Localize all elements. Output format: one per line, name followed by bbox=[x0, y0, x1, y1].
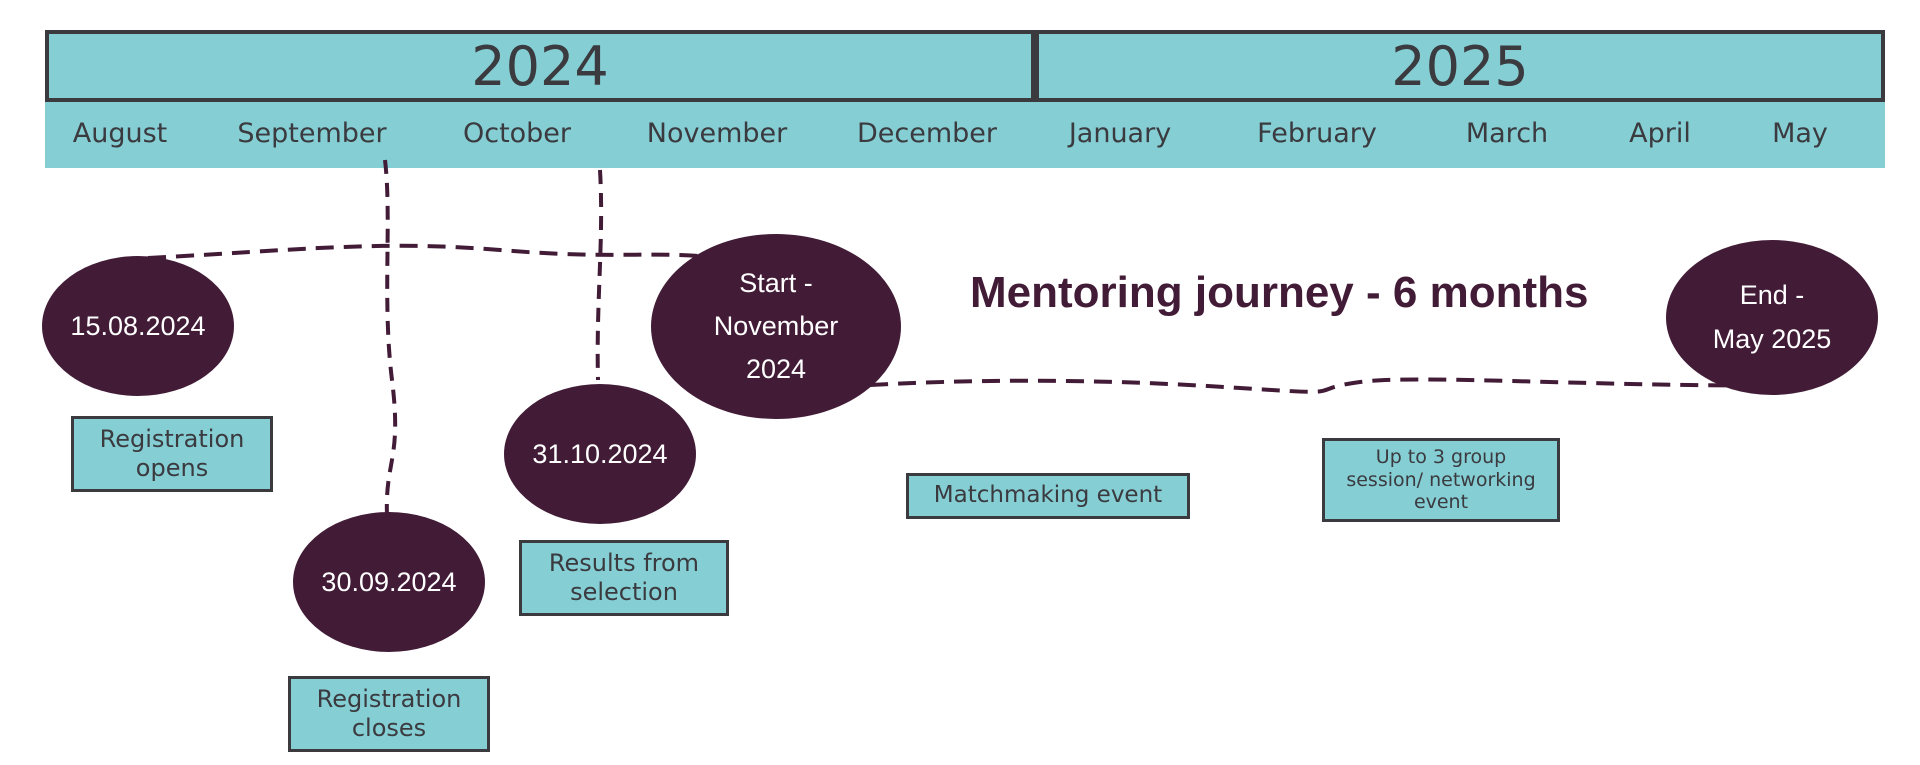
month-band bbox=[45, 102, 1885, 168]
month-label: March bbox=[1465, 118, 1549, 149]
label-text-line: session/ networking bbox=[1346, 468, 1536, 491]
label-text-line: Up to 3 group bbox=[1375, 445, 1507, 468]
month-label: August bbox=[72, 118, 168, 149]
milestone-date: 15.08.2024 bbox=[70, 310, 206, 341]
year-2024-header: 2024 bbox=[45, 30, 1035, 102]
label-text: Results from selection bbox=[548, 549, 700, 606]
month-label: February bbox=[1257, 118, 1377, 149]
milestone-bubble-end: End - May 2025 bbox=[1666, 240, 1878, 395]
month-label: May bbox=[1772, 118, 1828, 149]
milestone-bubble-registration-closes: 30.09.2024 bbox=[293, 512, 485, 652]
month-label: November bbox=[646, 118, 788, 149]
milestone-date: 30.09.2024 bbox=[321, 566, 457, 597]
milestone-bubble-registration-opens: 15.08.2024 bbox=[42, 256, 234, 396]
milestone-date: 31.10.2024 bbox=[532, 438, 668, 469]
month-label: December bbox=[856, 118, 998, 149]
label-text: Registration closes bbox=[316, 685, 462, 742]
timeline-title: Mentoring journey - 6 months bbox=[970, 268, 1589, 317]
milestone-date-line: Start - bbox=[739, 267, 813, 298]
label-text: Registration opens bbox=[99, 425, 245, 482]
milestone-bubble-results: 31.10.2024 bbox=[504, 384, 696, 524]
label-text-line: event bbox=[1413, 491, 1469, 514]
month-label: September bbox=[237, 118, 387, 149]
label-results-from-selection: Results from selection bbox=[519, 540, 729, 616]
label-registration-opens: Registration opens bbox=[71, 416, 273, 492]
year-2025-header: 2025 bbox=[1035, 30, 1885, 102]
label-matchmaking-event: Matchmaking event bbox=[906, 473, 1190, 519]
month-label: January bbox=[1068, 118, 1172, 149]
milestone-date-line: November bbox=[713, 310, 839, 341]
label-registration-closes: Registration closes bbox=[288, 676, 490, 752]
milestone-bubble-start: Start - November 2024 bbox=[651, 234, 901, 419]
milestone-date-line: End - bbox=[1739, 280, 1805, 311]
milestone-date-line: 2024 bbox=[745, 354, 807, 385]
label-text: Matchmaking event bbox=[933, 482, 1163, 509]
label-group-sessions: Up to 3 group session/ networking event bbox=[1322, 438, 1560, 522]
month-label: October bbox=[462, 118, 572, 149]
month-label: April bbox=[1629, 118, 1691, 149]
milestone-date-line: May 2025 bbox=[1712, 323, 1832, 354]
